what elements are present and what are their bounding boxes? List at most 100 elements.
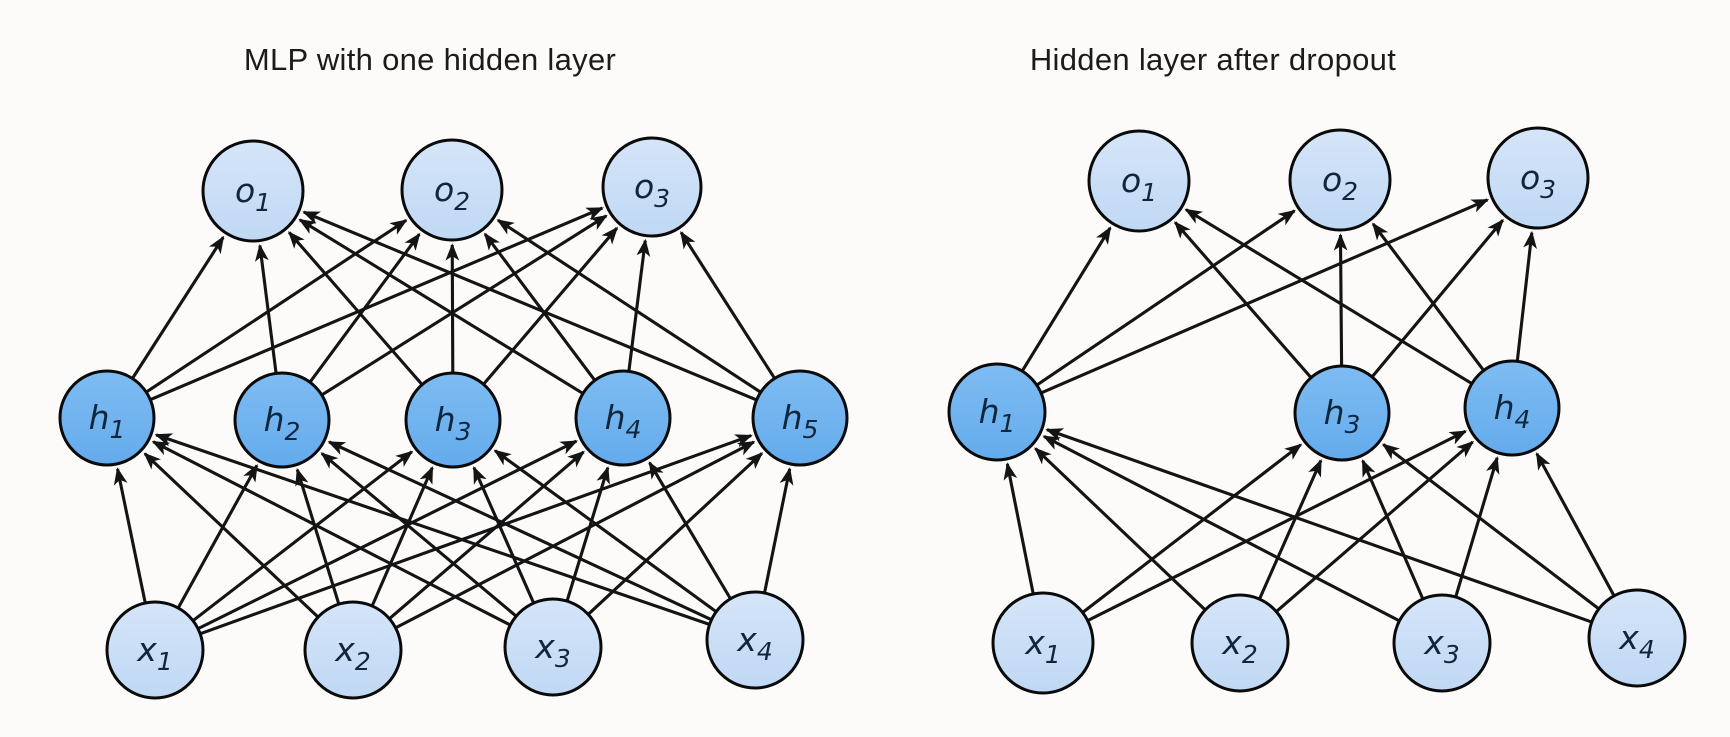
- mlp-one-hidden-layer-node-x3: x3: [503, 597, 603, 697]
- edge-x4-h5: [763, 467, 794, 593]
- mlp-one-hidden-layer-node-h1: h1: [58, 369, 156, 467]
- node-circle: [574, 369, 672, 467]
- node-label: x1: [1024, 623, 1060, 669]
- edge-h4-o3: [1515, 230, 1537, 361]
- edge-x1-h3: [192, 450, 414, 622]
- edge-h4-o1: [1184, 208, 1472, 385]
- node-circle: [705, 590, 805, 690]
- node-label: o1: [1121, 161, 1157, 207]
- edge-x2-h3: [371, 466, 434, 606]
- edge-x1-h4: [198, 439, 578, 630]
- node-circle: [751, 369, 849, 467]
- edge-x2-h3: [1258, 458, 1323, 599]
- node-circle: [1190, 593, 1290, 693]
- edge-x4-h2: [327, 440, 712, 621]
- edge-x2-h2: [295, 468, 341, 604]
- node-circle: [105, 600, 205, 700]
- node-circle: [1288, 128, 1392, 232]
- hidden-layer-after-dropout-node-h3: h3: [1293, 364, 1391, 462]
- node-label: h1: [89, 398, 126, 444]
- edge-h4-o2: [483, 232, 596, 381]
- hidden-layer-after-dropout-node-x1: x1: [991, 591, 1095, 695]
- edge-h1-o2: [1036, 209, 1296, 386]
- edge-h3-o2: [445, 243, 460, 373]
- edge-x3-h2: [320, 452, 517, 617]
- edge-h3-o3: [482, 226, 619, 385]
- node-circle: [58, 369, 156, 467]
- mlp-one-hidden-layer-node-h2: h2: [233, 371, 331, 469]
- node-label: h3: [1324, 393, 1361, 439]
- node-label: x2: [334, 630, 370, 676]
- edge-x3-h3: [1361, 459, 1424, 599]
- hidden-layer-after-dropout-node-x2: x2: [1190, 593, 1290, 693]
- node-circle: [601, 136, 703, 238]
- node-circle: [1587, 588, 1687, 688]
- hidden-layer-after-dropout-node-o1: o1: [1087, 129, 1191, 233]
- edge-h3-o1: [288, 231, 423, 385]
- node-circle: [404, 371, 502, 469]
- edge-x2-h4: [1276, 440, 1474, 613]
- edge-h5-o3: [679, 231, 776, 379]
- node-label: o3: [1520, 158, 1556, 204]
- node-circle: [1463, 359, 1561, 457]
- edge-x2-h1: [1034, 447, 1206, 611]
- node-circle: [400, 138, 504, 242]
- node-label: o2: [434, 170, 470, 216]
- edge-x4-h3: [1381, 443, 1599, 610]
- hidden-layer-after-dropout-node-o2: o2: [1288, 128, 1392, 232]
- edge-h2-o1: [254, 243, 278, 373]
- hidden-layer-after-dropout-node-h1: h1: [947, 362, 1047, 462]
- edge-h1-o3: [150, 206, 604, 401]
- node-circle: [201, 139, 305, 243]
- node-circle: [991, 591, 1095, 695]
- edge-x2-h4: [389, 450, 585, 620]
- node-circle: [303, 600, 403, 700]
- mlp-one-hidden-layer-node-o1: o1: [201, 139, 305, 243]
- node-label: x3: [534, 627, 570, 673]
- node-label: h4: [605, 398, 642, 444]
- node-label: x4: [1618, 618, 1654, 664]
- node-label: h4: [1494, 388, 1531, 434]
- edge-x3-h5: [587, 452, 764, 615]
- node-circle: [1293, 364, 1391, 462]
- edge-h1-o2: [146, 219, 408, 393]
- node-circle: [947, 362, 1047, 462]
- hidden-layer-after-dropout-node-x3: x3: [1392, 593, 1492, 693]
- node-label: h3: [435, 400, 472, 446]
- edge-h4-o2: [1371, 222, 1485, 371]
- node-circle: [1392, 593, 1492, 693]
- node-label: h1: [979, 392, 1016, 438]
- edge-x1-h1: [113, 467, 147, 603]
- node-label: x2: [1221, 623, 1257, 669]
- node-label: x3: [1423, 623, 1459, 669]
- hidden-layer-after-dropout-node-x4: x4: [1587, 588, 1687, 688]
- edge-x1-h2: [177, 464, 259, 608]
- edge-h5-o2: [496, 218, 761, 393]
- node-label: o2: [1322, 160, 1358, 206]
- edge-x1-h3: [1082, 443, 1303, 614]
- edge-x4-h4: [648, 461, 732, 599]
- hidden-layer-after-dropout-node-o3: o3: [1486, 126, 1590, 230]
- edge-h3-o1: [1174, 221, 1312, 378]
- edge-h1-o1: [1021, 226, 1112, 372]
- node-circle: [233, 371, 331, 469]
- hidden-layer-after-dropout-node-h4: h4: [1463, 359, 1561, 457]
- edge-h2-o2: [309, 232, 421, 383]
- edge-h3-o3: [1371, 218, 1504, 378]
- right-diagram-title: Hidden layer after dropout: [1029, 42, 1397, 77]
- mlp-one-hidden-layer-node-h4: h4: [574, 369, 672, 467]
- hidden-layer-after-dropout: o1 o2 o3 h1 h3 h4 x1 x2 x3 x4: [947, 126, 1687, 695]
- mlp-one-hidden-layer-node-x4: x4: [705, 590, 805, 690]
- edge-x3-h1: [1042, 435, 1400, 622]
- edge-x1-h1: [1003, 462, 1035, 594]
- node-label: x4: [736, 620, 772, 666]
- edge-h2-o3: [321, 214, 608, 396]
- edge-x4-h1: [154, 433, 710, 626]
- edge-x3-h3: [472, 465, 535, 603]
- mlp-one-hidden-layer-node-h5: h5: [751, 369, 849, 467]
- node-circle: [1486, 126, 1590, 230]
- edge-x3-h1: [151, 440, 511, 626]
